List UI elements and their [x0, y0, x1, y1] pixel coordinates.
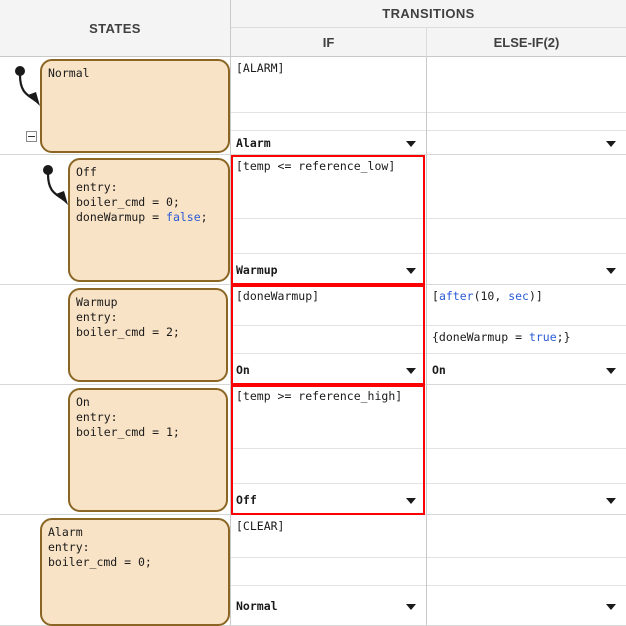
chevron-down-icon[interactable]: [604, 263, 618, 277]
if-action-alarm[interactable]: [231, 557, 426, 585]
else-if-transition-cell: [427, 515, 626, 625]
if-action-on[interactable]: [231, 448, 426, 483]
if-condition-warmup[interactable]: [doneWarmup]: [236, 289, 320, 303]
chevron-down-icon[interactable]: [404, 263, 418, 277]
if-condition-alarm[interactable]: [CLEAR]: [236, 519, 285, 533]
elseif-condition-on[interactable]: [427, 385, 626, 448]
elseif-condition-normal[interactable]: [427, 57, 626, 112]
elseif-action-off[interactable]: [427, 218, 626, 253]
elseif-condition-alarm[interactable]: [427, 515, 626, 557]
elseif-action-warmup[interactable]: {doneWarmup = true;}: [427, 325, 626, 353]
chevron-down-icon[interactable]: [604, 493, 618, 507]
if-destination-off-label: Warmup: [236, 262, 278, 277]
if-condition-on[interactable]: [temp >= reference_high]: [236, 389, 403, 403]
if-transition-cell: [temp >= reference_high] Off: [231, 385, 427, 514]
elseif-action-normal[interactable]: [427, 112, 626, 130]
chevron-down-icon[interactable]: [604, 363, 618, 377]
if-transition-cell: [temp <= reference_low] Warmup: [231, 155, 427, 284]
if-action-off[interactable]: [231, 218, 426, 253]
elseif-destination-on[interactable]: [427, 483, 626, 515]
if-destination-alarm[interactable]: Normal: [231, 585, 426, 626]
if-condition-off[interactable]: [temp <= reference_low]: [236, 159, 396, 173]
column-header-states: STATES: [0, 0, 231, 57]
if-transition-cell: [doneWarmup] On: [231, 285, 427, 384]
state-box-on[interactable]: On entry: boiler_cmd = 1;: [68, 388, 228, 512]
state-box-off[interactable]: Off entry: boiler_cmd = 0; doneWarmup = …: [68, 158, 230, 282]
elseif-destination-warmup[interactable]: On: [427, 353, 626, 385]
state-box-alarm[interactable]: Alarm entry: boiler_cmd = 0;: [40, 518, 230, 626]
if-destination-off[interactable]: Warmup: [231, 253, 426, 285]
if-destination-normal[interactable]: Alarm: [231, 130, 426, 155]
elseif-action-on[interactable]: [427, 448, 626, 483]
chevron-down-icon[interactable]: [404, 136, 418, 150]
if-action-warmup[interactable]: [231, 325, 426, 353]
elseif-action-alarm[interactable]: [427, 557, 626, 585]
if-destination-warmup[interactable]: On: [231, 353, 426, 385]
chevron-down-icon[interactable]: [404, 493, 418, 507]
elseif-destination-off[interactable]: [427, 253, 626, 285]
if-transition-cell: [CLEAR] Normal: [231, 515, 427, 625]
column-header-if: IF: [231, 28, 427, 57]
elseif-condition-off[interactable]: [427, 155, 626, 218]
chevron-down-icon[interactable]: [604, 599, 618, 613]
state-box-warmup[interactable]: Warmup entry: boiler_cmd = 2;: [68, 288, 228, 382]
state-box-normal[interactable]: Normal: [40, 59, 230, 153]
else-if-transition-cell: [427, 57, 626, 154]
elseif-destination-normal[interactable]: [427, 130, 626, 155]
elseif-destination-alarm[interactable]: [427, 585, 626, 626]
column-header-transitions: TRANSITIONS: [231, 0, 626, 28]
else-if-transition-cell: [427, 385, 626, 514]
if-destination-alarm-label: Normal: [236, 599, 278, 613]
if-destination-warmup-label: On: [236, 362, 250, 377]
default-transition-arrow: [15, 66, 40, 106]
chevron-down-icon[interactable]: [604, 136, 618, 150]
else-if-transition-cell: [427, 155, 626, 284]
if-transition-cell: [ALARM] Alarm: [231, 57, 427, 154]
elseif-condition-warmup[interactable]: [after(10, sec)]: [432, 289, 543, 303]
default-transition-arrow: [43, 165, 68, 205]
if-condition-normal[interactable]: [ALARM]: [236, 61, 285, 75]
chevron-down-icon[interactable]: [404, 599, 418, 613]
if-destination-on[interactable]: Off: [231, 483, 426, 515]
else-if-transition-cell: [after(10, sec)] {doneWarmup = true;} On: [427, 285, 626, 384]
chevron-down-icon[interactable]: [404, 363, 418, 377]
if-destination-on-label: Off: [236, 492, 257, 507]
if-destination-normal-label: Alarm: [236, 136, 271, 150]
collapse-toggle-icon[interactable]: [26, 131, 37, 142]
elseif-destination-warmup-label: On: [432, 362, 446, 377]
if-action-normal[interactable]: [231, 112, 426, 130]
column-header-else-if: ELSE-IF(2): [427, 28, 626, 57]
